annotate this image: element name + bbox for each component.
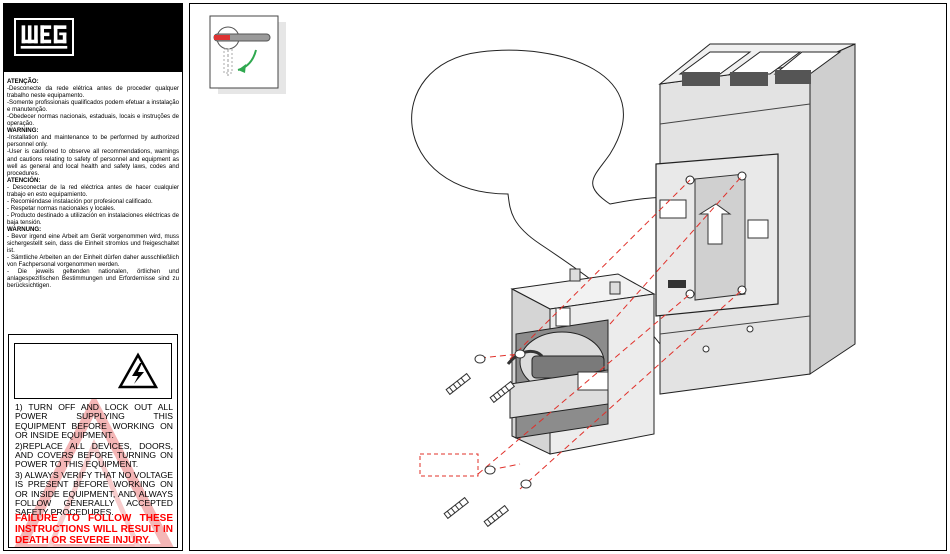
warning-pt-line: -Somente profissionais qualificados pode… xyxy=(7,99,179,114)
warning-pt-line: -Desconecte da rede elétrica antes de pr… xyxy=(7,85,179,100)
screw xyxy=(483,504,510,528)
warning-es: ATENCIÓN: - Desconectar de la red eléctr… xyxy=(7,177,179,226)
danger-notice-box: 1) TURN OFF AND LOCK OUT ALL POWER SUPPL… xyxy=(8,334,178,548)
alignment-lines xyxy=(477,175,743,490)
safety-item: 1) TURN OFF AND LOCK OUT ALL POWER SUPPL… xyxy=(15,402,173,441)
warning-en-heading: WARNING: xyxy=(7,127,39,135)
weg-logo xyxy=(14,18,74,56)
screw xyxy=(489,380,516,404)
molded-case-breaker xyxy=(655,43,856,395)
warning-pt-heading: ATENÇÃO: xyxy=(7,78,39,85)
warning-de: WARNUNG: - Bevor irgend eine Arbeit am G… xyxy=(7,226,179,289)
warning-en-line: -Installation and maintenance to be perf… xyxy=(7,134,179,149)
handle-rotation-inset xyxy=(209,15,286,94)
washer xyxy=(514,349,526,359)
screw xyxy=(445,372,472,396)
warning-de-heading: WARNUNG: xyxy=(7,225,42,233)
warning-es-line: - Producto destinado a utilización en in… xyxy=(7,211,179,226)
warning-en-line: -User is cautioned to observe all recomm… xyxy=(7,148,179,177)
safety-item: 2)REPLACE ALL DEVICES, DOORS, AND COVERS… xyxy=(15,440,173,470)
mounting-screws xyxy=(443,349,532,528)
logo-header xyxy=(4,4,182,72)
safety-column: ATENÇÃO: -Desconecte da rede elétrica an… xyxy=(3,3,183,551)
screw xyxy=(443,496,470,520)
instruction-sheet: ATENÇÃO: -Desconecte da rede elétrica an… xyxy=(3,3,947,551)
warning-es-line: - Recomiéndase instalación por profesion… xyxy=(7,197,153,205)
safety-instructions: 1) TURN OFF AND LOCK OUT ALL POWER SUPPL… xyxy=(15,402,173,519)
high-voltage-panel xyxy=(14,343,172,399)
warning-en: WARNING: -Installation and maintenance t… xyxy=(7,127,179,176)
warning-triangle-watermark xyxy=(14,394,174,547)
assembly-drawing xyxy=(189,3,947,551)
high-voltage-icon xyxy=(118,352,158,389)
rotary-handle-mechanism xyxy=(506,268,656,455)
warning-pt: ATENÇÃO: -Desconecte da rede elétrica an… xyxy=(7,78,179,127)
reference-box xyxy=(419,453,479,477)
warning-de-line: - Bevor irgend eine Arbeit am Gerät vorg… xyxy=(7,233,179,255)
warning-pt-line: -Obedecer normas nacionais, estaduais, l… xyxy=(7,113,179,128)
multilingual-warnings: ATENÇÃO: -Desconecte da rede elétrica an… xyxy=(7,78,179,289)
assembly-illustration xyxy=(209,15,856,528)
safety-item: 3) ALWAYS VERIFY THAT NO VOLTAGE IS PRES… xyxy=(15,469,173,518)
warning-es-heading: ATENCIÓN: xyxy=(7,176,41,184)
warning-de-line: - Sämtliche Arbeiten an der Einheit dürf… xyxy=(7,254,179,269)
washer xyxy=(474,354,486,364)
failure-warning: FAILURE TO FOLLOW THESE INSTRUCTIONS WIL… xyxy=(15,513,173,546)
warning-de-line: - Die jeweils geltenden nationalen, örtl… xyxy=(7,268,179,290)
warning-es-line: - Respetar normas nacionales y locales. xyxy=(7,204,116,212)
warning-es-line: - Desconectar de la red eléctrica antes … xyxy=(7,183,179,198)
washer xyxy=(484,465,496,475)
washer xyxy=(520,479,532,489)
weg-logo-graphic xyxy=(20,25,68,49)
